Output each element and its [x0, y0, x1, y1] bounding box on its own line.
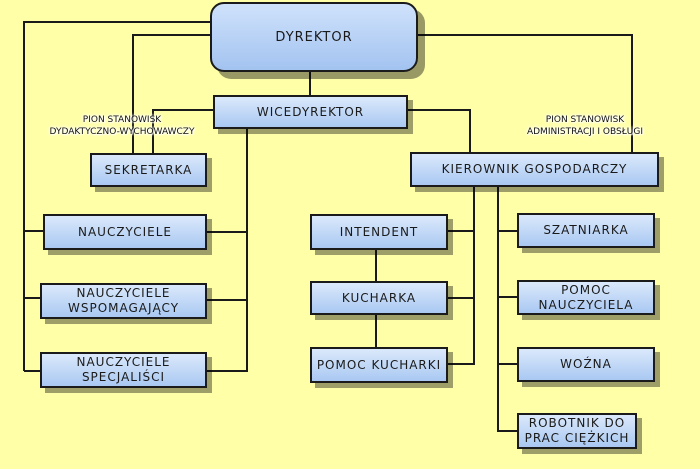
heavy-worker-label: ROBOTNIK DO PRAC CIĘŻKICH [524, 416, 630, 445]
janitor-box[interactable]: WOŹNA [517, 347, 655, 382]
facility-manager-box[interactable]: KIEROWNIK GOSPODARCZY [410, 152, 659, 187]
pion-right-label: PION STANOWISK ADMINISTRACJI I OBSŁUGI [510, 114, 660, 138]
specialist-teachers-box[interactable]: NAUCZYCIELE SPECJALIŚCI [40, 352, 207, 388]
pion-left-line2: DYDAKTYCZNO-WYCHOWAWCZY [49, 127, 195, 137]
teachers-label: NAUCZYCIELE [77, 224, 172, 239]
secretary-label: SEKRETARKA [104, 162, 193, 177]
kitchen-helper-label: POMOC KUCHARKI [316, 357, 442, 372]
teachers-box[interactable]: NAUCZYCIELE [43, 214, 207, 250]
specialist-teachers-label: NAUCZYCIELE SPECJALIŚCI [76, 355, 171, 384]
vice-director-box[interactable]: WICEDYREKTOR [213, 95, 408, 129]
teacher-assistant-box[interactable]: POMOC NAUCZYCIELA [517, 280, 655, 315]
vice-director-label: WICEDYREKTOR [256, 104, 365, 119]
kitchen-helper-box[interactable]: POMOC KUCHARKI [310, 347, 448, 383]
heavy-worker-box[interactable]: ROBOTNIK DO PRAC CIĘŻKICH [517, 413, 637, 449]
secretary-box[interactable]: SEKRETARKA [90, 153, 207, 187]
teacher-assistant-label: POMOC NAUCZYCIELA [538, 282, 634, 312]
pion-left-line1: PION STANOWISK [82, 115, 162, 125]
director-box[interactable]: DYREKTOR [210, 2, 418, 72]
pion-right-line2: ADMINISTRACJI I OBSŁUGI [526, 127, 644, 137]
cloakroom-attendant-box[interactable]: SZATNIARKA [517, 213, 655, 248]
support-teachers-box[interactable]: NAUCZYCIELE WSPOMAGAJĄCY [40, 283, 207, 319]
steward-label: INTENDENT [339, 224, 419, 239]
director-label: DYREKTOR [275, 29, 353, 45]
steward-box[interactable]: INTENDENT [310, 214, 448, 250]
janitor-label: WOŹNA [560, 357, 612, 371]
facility-manager-label: KIEROWNIK GOSPODARCZY [441, 162, 628, 176]
pion-left-label: PION STANOWISK DYDAKTYCZNO-WYCHOWAWCZY [22, 114, 222, 138]
cloakroom-attendant-label: SZATNIARKA [543, 223, 629, 237]
support-teachers-label: NAUCZYCIELE WSPOMAGAJĄCY [67, 286, 180, 315]
pion-right-line1: PION STANOWISK [545, 115, 625, 125]
cook-box[interactable]: KUCHARKA [310, 281, 448, 315]
cook-label: KUCHARKA [341, 290, 417, 305]
